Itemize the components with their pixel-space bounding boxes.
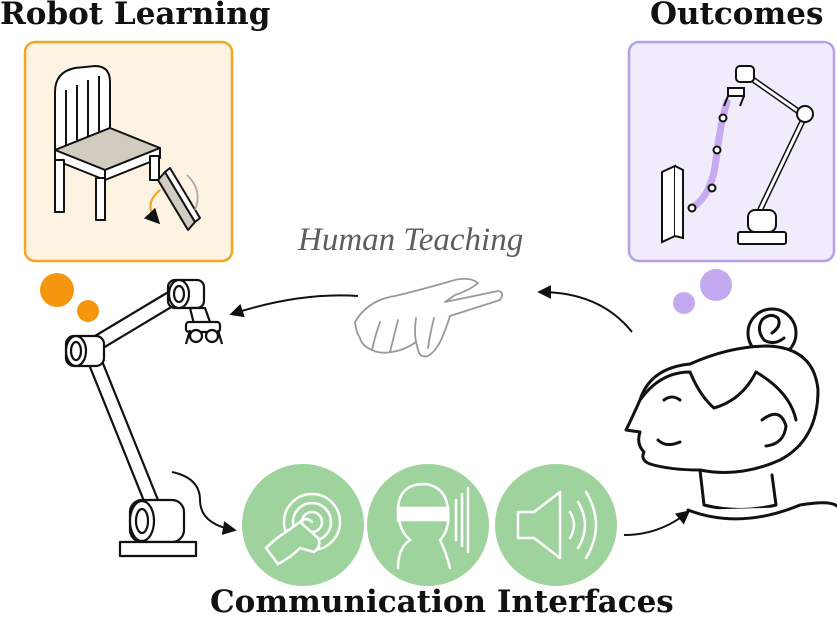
robot-arm-trajectory-icon [661, 65, 814, 245]
speaker-sound-icon [516, 490, 598, 560]
interfaces-to-human-arrow [623, 510, 691, 536]
touch-tap-icon [264, 492, 342, 566]
outcomes-panel [627, 40, 836, 263]
chair-assembly-icon [54, 65, 201, 231]
interface-gaze [367, 464, 489, 586]
communication-interfaces-title: Communication Interfaces [210, 584, 674, 618]
interface-sound [495, 464, 617, 586]
robot-learning-panel [23, 40, 234, 263]
person-head-icon [624, 307, 837, 521]
human-thought-bubble-small [673, 292, 695, 314]
robot-learning-title: Robot Learning [0, 0, 271, 32]
outcomes-title: Outcomes [650, 0, 824, 32]
robot-thought-bubble-large [40, 273, 74, 307]
teaching-to-robot-arrow [229, 294, 359, 318]
gaze-tracking-icon [396, 482, 470, 570]
pointing-hand-icon [354, 277, 503, 358]
human-teaching-label: Human Teaching [298, 222, 524, 258]
rotate-arrow-icon [143, 189, 161, 225]
robot-arm-icon [64, 278, 224, 558]
rotate-hint-icon [186, 174, 199, 211]
human-to-teaching-arrow [537, 285, 633, 333]
robot-thought-bubble-small [77, 300, 99, 322]
robot-to-interfaces-arrow [171, 471, 237, 535]
human-thought-bubble-large [700, 269, 732, 301]
interface-touch [242, 464, 364, 586]
